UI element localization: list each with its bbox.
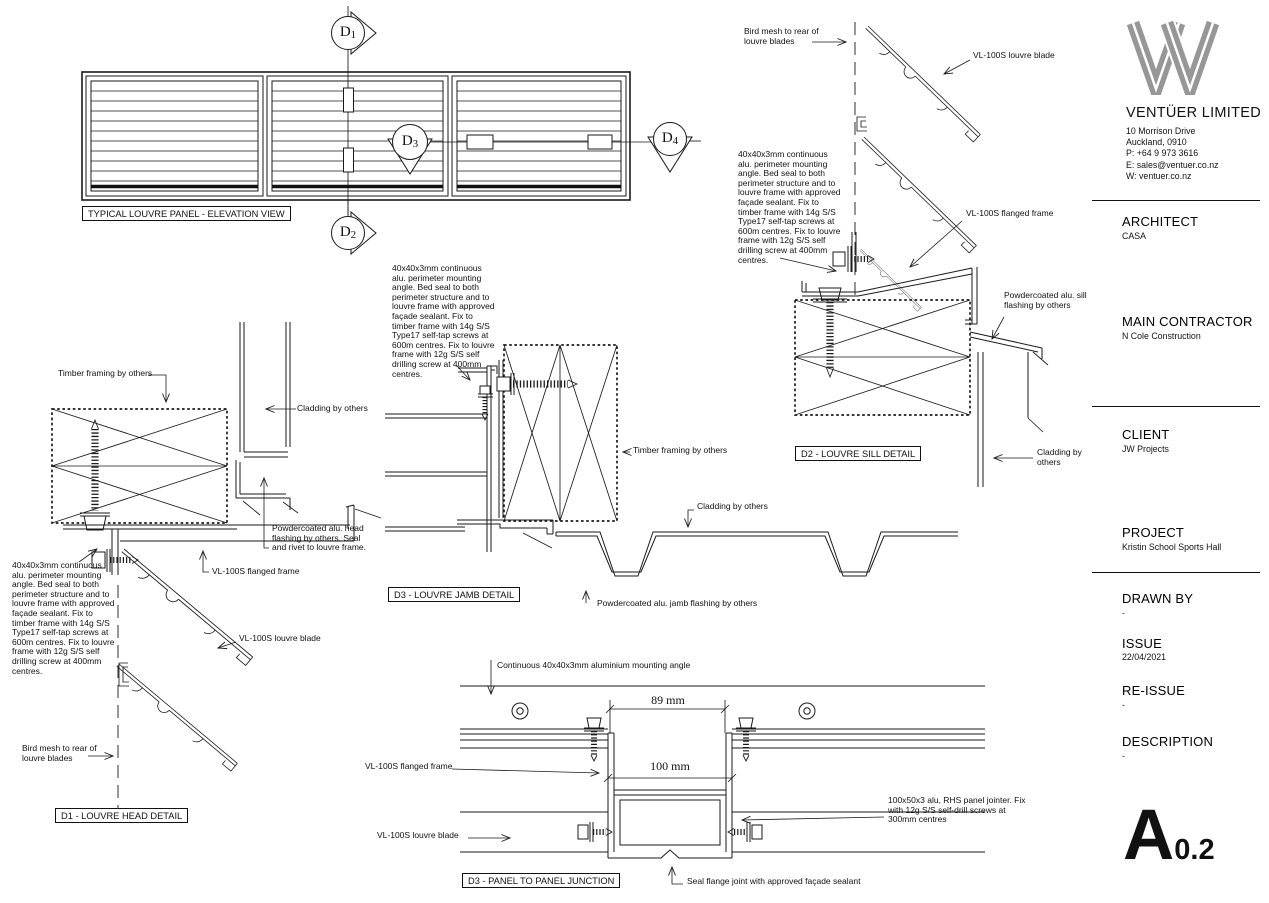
sill-frame-label: VL-100S flanged frame — [966, 208, 1054, 218]
head-bird-mesh-label: Bird mesh to rear of louvre blades — [22, 743, 97, 763]
marker-d1: D1 — [339, 24, 357, 41]
head-detail-linework — [51, 322, 382, 818]
elevation-title: TYPICAL LOUVRE PANEL - ELEVATION VIEW — [82, 206, 291, 221]
junction-jointer-label: 100x50x3 alu, RHS panel jointer. Fix wit… — [888, 795, 1026, 825]
sill-flashing-label: Powdercoated alu. sill flashing by other… — [1004, 290, 1087, 310]
jamb-detail-title: D3 - LOUVRE JAMB DETAIL — [388, 587, 521, 602]
company-website: W: ventuer.co.nz — [1126, 170, 1192, 181]
junction-detail-title: D3 - PANEL TO PANEL JUNCTION — [462, 873, 621, 888]
jamb-timber-label: Timber framing by others — [633, 445, 728, 455]
company-address: 10 Morrison Drive Auckland, 0910 P: +64 … — [1126, 126, 1219, 182]
field-drawn-by-label: DRAWN BY — [1122, 591, 1194, 606]
field-reissue-label: RE-ISSUE — [1122, 683, 1186, 698]
field-client-label: CLIENT — [1122, 427, 1170, 442]
head-frame-label: VL-100S flanged frame — [212, 566, 300, 576]
company-address-line2: Auckland, 0910 — [1126, 137, 1187, 148]
company-address-line1: 10 Morrison Drive — [1126, 126, 1196, 136]
jamb-cladding-label: Cladding by others — [697, 501, 768, 511]
junction-blade-label: VL-100S louvre blade — [377, 830, 459, 840]
ventuer-logo — [1127, 21, 1219, 95]
marker-d2: D2 — [339, 224, 357, 241]
field-client-value: JW Projects — [1122, 444, 1169, 454]
head-blade-label: VL-100S louvre blade — [239, 633, 321, 643]
junction-seal-label: Seal flange joint with approved façade s… — [687, 876, 861, 886]
field-architect-value: CASA — [1122, 231, 1146, 241]
jamb-perimeter-angle-note: 40x40x3mm continuous alu. perimeter moun… — [392, 263, 495, 379]
head-timber-label: Timber framing by others — [58, 368, 153, 378]
marker-d3: D3 — [401, 133, 419, 150]
titleblock-divider-3 — [1092, 572, 1260, 573]
field-issue-label: ISSUE — [1122, 636, 1163, 651]
field-project-label: PROJECT — [1122, 525, 1185, 540]
sill-cladding-label: Cladding by others — [1037, 447, 1082, 467]
sill-detail-title: D2 - LOUVRE SILL DETAIL — [795, 446, 922, 461]
sill-detail-linework — [779, 22, 1049, 487]
company-phone: P: +64 9 973 3616 — [1126, 148, 1199, 159]
field-contractor-value: N Cole Construction — [1122, 331, 1201, 341]
junction-dim-100: 100 mm — [650, 759, 690, 773]
field-architect-label: ARCHITECT — [1122, 214, 1199, 229]
junction-dim-89: 89 mm — [651, 693, 685, 707]
head-flashing-label: Powdercoated alu. head flashing by other… — [272, 523, 367, 553]
field-description-value: - — [1122, 751, 1125, 761]
head-cladding-label: Cladding by others — [297, 403, 368, 413]
jamb-flashing-label: Powdercoated alu. jamb flashing by other… — [597, 598, 758, 608]
sheet-number-decimal: 0.2 — [1174, 834, 1215, 866]
jamb-detail-linework — [385, 344, 958, 603]
titleblock-divider-1 — [1092, 200, 1260, 201]
junction-detail-linework — [451, 660, 985, 885]
field-description-label: DESCRIPTION — [1122, 734, 1214, 749]
titleblock-divider-2 — [1092, 406, 1260, 407]
company-email: E: sales@ventuer.co.nz — [1126, 159, 1219, 170]
sill-perimeter-angle-note: 40x40x3mm continuous alu. perimeter moun… — [738, 149, 841, 265]
sill-bird-mesh-label: Bird mesh to rear of louvre blades — [744, 26, 819, 46]
sill-blade-label: VL-100S louvre blade — [973, 50, 1055, 60]
field-reissue-value: - — [1122, 700, 1125, 710]
elevation-linework — [81, 6, 701, 256]
head-detail-title: D1 - LOUVRE HEAD DETAIL — [55, 808, 189, 823]
junction-angle-label: Continuous 40x40x3mm aluminium mounting … — [497, 660, 691, 670]
junction-frame-label: VL-100S flanged frame — [365, 761, 453, 771]
head-perimeter-angle-note: 40x40x3mm continuous alu. perimeter moun… — [12, 560, 115, 676]
field-project-value: Kristin School Sports Hall — [1122, 542, 1222, 552]
field-contractor-label: MAIN CONTRACTOR — [1122, 314, 1253, 329]
company-name: VENTÜER LIMITED — [1126, 105, 1262, 121]
field-issue-value: 22/04/2021 — [1122, 652, 1167, 662]
field-drawn-by-value: - — [1122, 608, 1125, 618]
marker-d4: D4 — [661, 130, 679, 147]
sheet-number-letter: A — [1123, 796, 1175, 875]
